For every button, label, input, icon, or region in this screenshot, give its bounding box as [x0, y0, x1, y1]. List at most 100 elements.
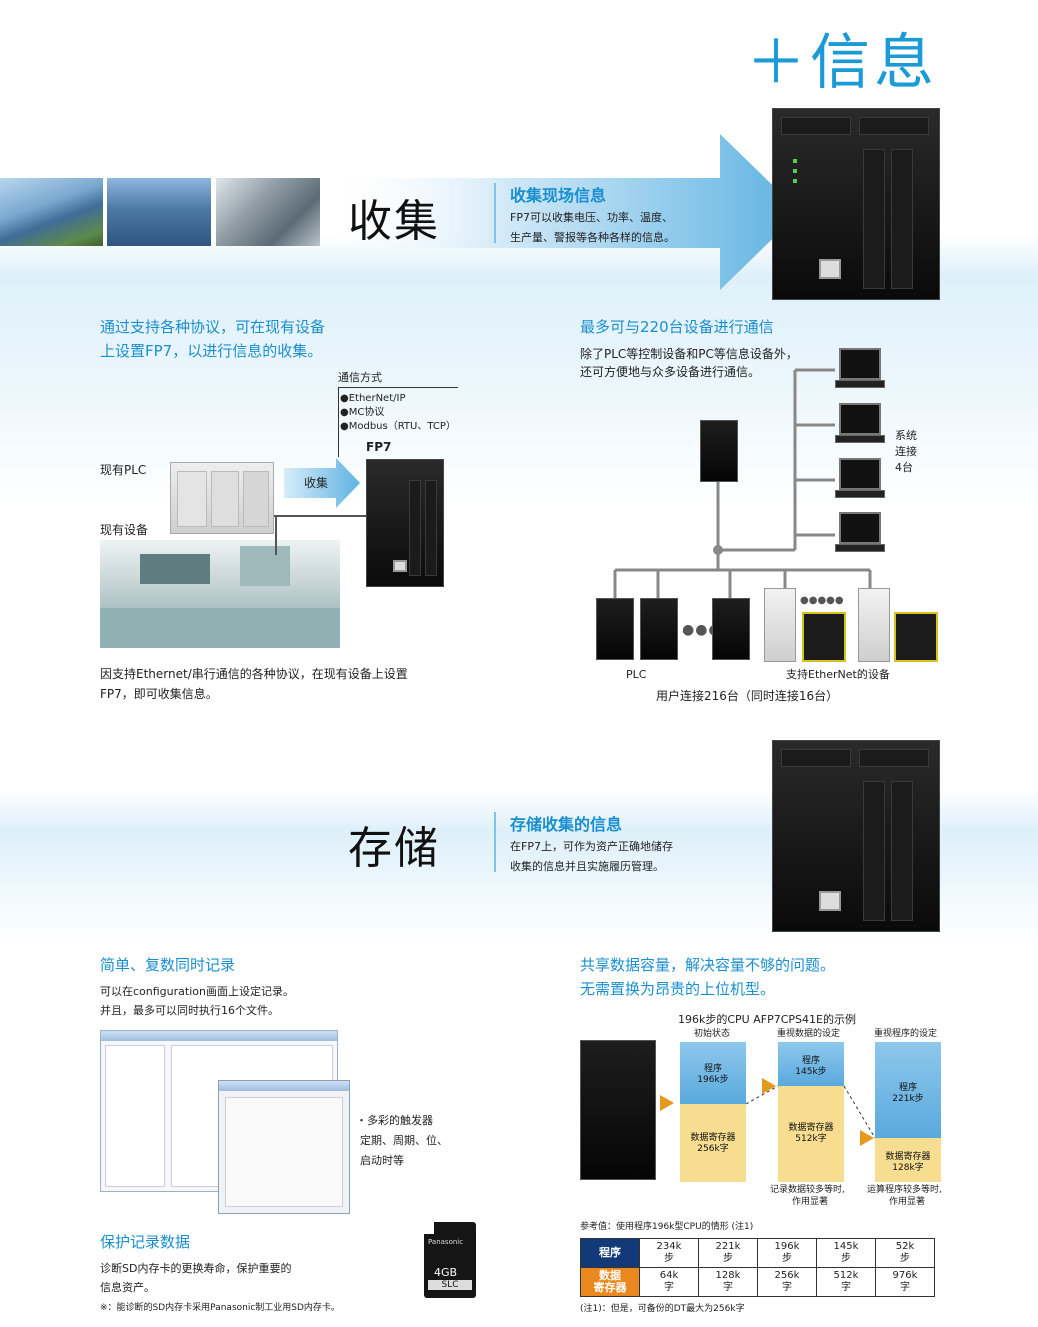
sd-brand: Panasonic	[428, 1238, 464, 1246]
col1-label: 初始状态	[694, 1029, 731, 1039]
existing-plc-label: 现有PLC	[100, 463, 147, 477]
store-right-head-2: 无需置换为昂贵的上位机型。	[580, 980, 776, 998]
network-fp7-central	[700, 420, 738, 482]
fp7-label: FP7	[366, 440, 392, 454]
col1-data-bar	[680, 1104, 746, 1182]
network-plc	[712, 598, 750, 660]
sd-footnote: ※：能诊断的SD内存卡采用Panasonic制工业用SD内存卡。	[100, 1303, 340, 1313]
marker-arrow	[660, 1095, 674, 1111]
fp7-module-image	[772, 108, 940, 300]
col3-note-1: 运算程序较多等时,	[867, 1185, 942, 1195]
col1-prog-label-1: 程序	[703, 1064, 722, 1074]
system-label-2: 连接	[895, 445, 917, 458]
dashed-connectors	[746, 1085, 876, 1139]
factory-photo	[216, 178, 320, 246]
collect-small-arrow	[284, 458, 360, 508]
collect-right-head: 最多可与220台设备进行通信	[580, 318, 774, 336]
col2-note-1: 记录数据较多等时,	[770, 1185, 845, 1195]
cpu-unit-image	[580, 1040, 656, 1180]
network-plc	[640, 598, 678, 660]
store-divider	[494, 812, 496, 872]
col3-data-bar	[875, 1138, 941, 1182]
store-left-text-1: 可以在configuration画面上设定记录。	[100, 985, 294, 998]
fp7-module-image	[772, 740, 940, 932]
collect-left-note-2: FP7，即可收集信息。	[100, 687, 218, 701]
network-diagram	[613, 368, 872, 600]
col2-program-bar	[778, 1042, 844, 1086]
collect-desc-1: FP7可以收集电压、功率、温度、	[510, 211, 673, 224]
system-label-1: 系统	[895, 429, 917, 442]
col3-data-label-2: 128k字	[892, 1163, 924, 1173]
existing-plc-image	[170, 462, 274, 534]
store-heading: 存储	[348, 823, 440, 874]
sensor-device	[802, 612, 846, 662]
collect-arrow	[320, 134, 800, 290]
sd-card-image: Panasonic 4GB SLC	[424, 1222, 476, 1298]
collect-divider	[494, 183, 496, 243]
collect-left-head-1: 通过支持各种协议，可在现有设备	[100, 318, 326, 336]
protect-head: 保护记录数据	[100, 1233, 191, 1251]
comm-method-label: 通信方式	[338, 371, 382, 384]
col1-prog-label-2: 196k步	[697, 1075, 729, 1085]
system-label-3: 4台	[895, 461, 913, 474]
col3-note-2: 作用显著	[889, 1197, 926, 1207]
col2-label: 重视数据的设定	[777, 1029, 841, 1039]
collect-left-head-2: 上设置FP7，以进行信息的收集。	[100, 342, 323, 360]
col2-data-label-1: 数据寄存器	[788, 1123, 834, 1133]
equipment-connector-line	[275, 517, 277, 555]
laptop-icon	[835, 403, 885, 445]
store-right-head-1: 共享数据容量，解决容量不够的问题。	[580, 956, 836, 974]
collect-arrow-label: 收集	[304, 476, 329, 490]
comm-underline	[338, 387, 458, 388]
col2-note-2: 作用显著	[792, 1197, 829, 1207]
laptop-icon	[835, 458, 885, 500]
ellipsis-dots: ●●●●●	[800, 595, 844, 606]
col1-program-bar	[680, 1042, 746, 1104]
plc-connector-line	[274, 515, 366, 517]
network-plc-label: PLC	[626, 668, 647, 681]
network-footer: 用户连接216台（同时连接16台）	[656, 689, 839, 703]
col1-data-label-1: 数据寄存器	[690, 1133, 736, 1143]
store-left-head: 简单、复数同时记录	[100, 956, 236, 974]
store-subtitle: 存储收集的信息	[510, 815, 623, 834]
col3-label: 重视程序的设定	[874, 1029, 938, 1039]
sensor-device	[894, 612, 938, 662]
col3-program-bar	[875, 1042, 941, 1138]
trigger-bullet-3: 启动时等	[360, 1154, 404, 1167]
col3-prog-label-2: 221k步	[892, 1094, 924, 1104]
solar-panel-photo	[0, 178, 103, 246]
collect-right-text-1: 除了PLC等控制设备和PC等信息设备外，	[580, 347, 798, 361]
protect-text-2: 信息资产。	[100, 1281, 155, 1294]
example-title: 196k步的CPU AFP7CPS41E的示例	[678, 1013, 856, 1026]
marker-arrow	[762, 1078, 776, 1094]
laptop-icon	[835, 348, 885, 390]
ethernet-device	[858, 588, 890, 662]
protocol-mc: ●MC协议	[340, 407, 385, 418]
protocol-ethernet-ip: ●EtherNet/IP	[340, 393, 406, 404]
protocol-modbus: ●Modbus（RTU、TCP）	[340, 421, 456, 432]
collect-right-text-2: 还可方便地与众多设备进行通信。	[580, 365, 761, 379]
store-desc-2: 收集的信息并且实施履历管理。	[510, 860, 664, 873]
table-note: (注1)：但是，可备份的DT最大为256k字	[580, 1304, 745, 1314]
existing-equipment-image	[100, 540, 340, 648]
network-plc	[596, 598, 634, 660]
page-title: ＋信息	[746, 28, 938, 98]
config-screenshot-front	[218, 1080, 350, 1214]
col2-data-label-2: 512k字	[795, 1134, 827, 1144]
col2-prog-label-1: 程序	[801, 1056, 820, 1066]
collect-heading: 收集	[348, 196, 440, 247]
col1-data-label-2: 256k字	[697, 1144, 729, 1154]
comm-bracket-line	[338, 387, 339, 457]
protect-text-1: 诊断SD内存卡的更换寿命，保护重要的	[100, 1262, 292, 1275]
